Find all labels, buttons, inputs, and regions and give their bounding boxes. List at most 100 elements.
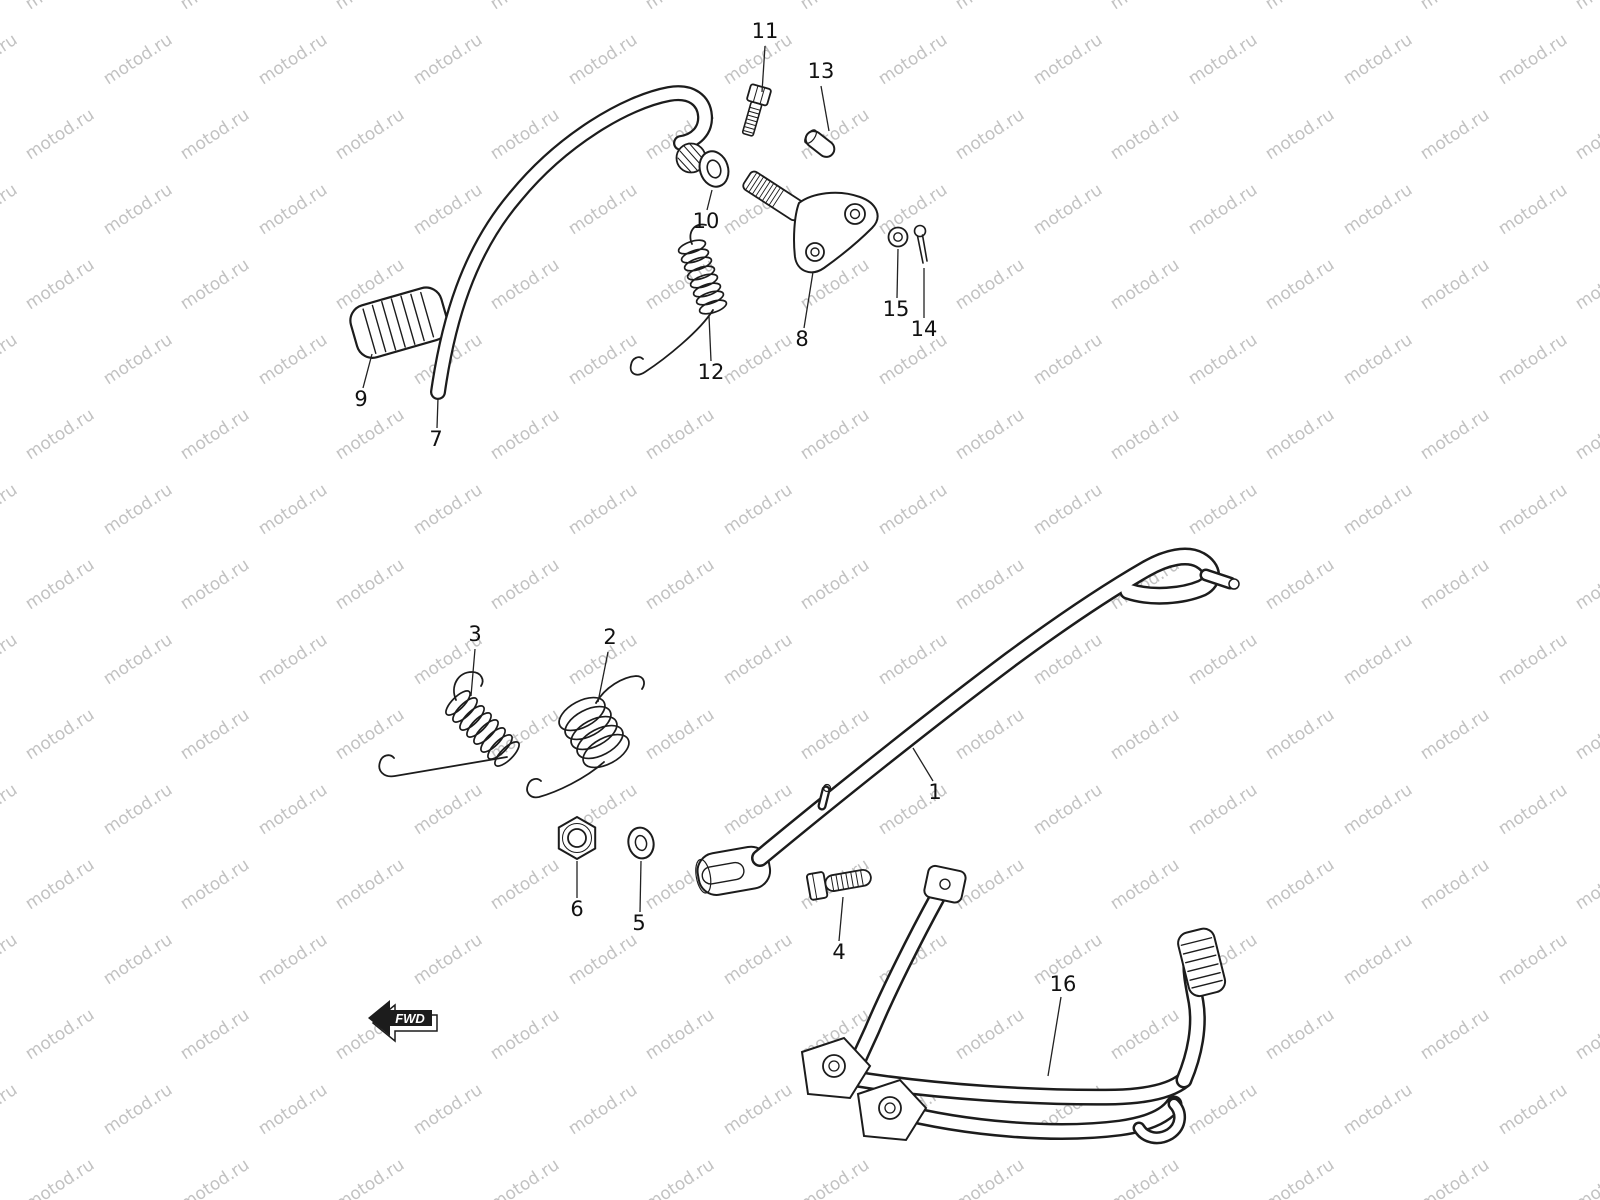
part-label-14: 14 [911,268,938,341]
part-3-stand-spring-outer [378,671,520,778]
watermark-text: motod.ru [1340,780,1416,839]
watermark-text: motod.ru [1030,480,1106,539]
watermark-text: motod.ru [642,405,718,464]
watermark-text: motod.ru [22,705,98,764]
watermark-text: motod.ru [410,480,486,539]
watermark-text: motod.ru [1495,630,1571,689]
part-number: 6 [570,897,583,921]
watermark-text: motod.ru [177,255,253,314]
watermark-text: motod.ru [1185,330,1261,389]
watermark-text: motod.ru [565,30,641,89]
watermark-text: motod.ru [1107,405,1183,464]
watermark-text: motod.ru [100,180,176,239]
watermark-text: motod.ru [332,555,408,614]
watermark-text: motod.ru [410,930,486,989]
watermark-text: motod.ru [1185,30,1261,89]
watermark-text: motod.ru [952,705,1028,764]
watermark-text: motod.ru [1185,480,1261,539]
leader-line [803,271,814,329]
watermark-text: motod.ru [0,930,21,989]
part-label-10: 10 [693,189,719,233]
watermark-text: motod.ru [177,855,253,914]
watermark-text: motod.ru [22,0,98,14]
part-label-6: 6 [570,861,584,921]
watermark-text: motod.ru [952,1005,1028,1064]
watermark-text: motod.ru [1495,180,1571,239]
watermark-text: motod.ru [1030,780,1106,839]
watermark-text: motod.ru [1262,1155,1338,1200]
watermark-text: motod.ru [255,930,331,989]
leader-line [639,860,642,913]
watermark-text: motod.ru [22,405,98,464]
watermark-text: motod.ru [0,30,21,89]
watermark-text: motod.ru [1107,0,1183,14]
watermark-text: motod.ru [1340,180,1416,239]
leader-line [470,648,476,697]
watermark-text: motod.ru [255,30,331,89]
part-number: 14 [911,317,938,341]
watermark-text: motod.ru [1417,855,1493,914]
watermark-text: motod.ru [1572,855,1600,914]
watermark-text: motod.ru [720,630,796,689]
watermark-text: motod.ru [332,105,408,164]
watermark-text: motod.ru [22,255,98,314]
watermark-text: motod.ru [22,1155,98,1200]
part-6-nut [557,815,597,861]
part-number: 11 [752,19,779,43]
watermark-text: motod.ru [720,930,796,989]
watermark-text: motod.ru [1340,480,1416,539]
watermark-text: motod.ru [1185,180,1261,239]
watermark-text: motod.ru [487,405,563,464]
watermark-text: motod.ru [100,930,176,989]
watermark-text: motod.ru [797,405,873,464]
leader-line [362,353,373,389]
part-16-center-stand [800,864,1227,1145]
part-label-8: 8 [795,271,814,351]
watermark-text: motod.ru [952,255,1028,314]
part-8-brake-cam-arm [742,170,879,274]
part-label-11: 11 [752,19,779,93]
watermark-text: motod.ru [487,555,563,614]
watermark-text: motod.ru [1030,330,1106,389]
watermark-text: motod.ru [1495,30,1571,89]
watermark-text: motod.ru [0,330,21,389]
watermark-text: motod.ru [565,930,641,989]
watermark-text: motod.ru [487,855,563,914]
watermark-text: motod.ru [1572,405,1600,464]
watermark-text: motod.ru [1185,630,1261,689]
leader-line [761,45,766,93]
watermark-text: motod.ru [720,480,796,539]
part-number: 2 [603,625,616,649]
watermark-text: motod.ru [100,780,176,839]
watermark-text: motod.ru [0,780,21,839]
watermark-text: motod.ru [410,30,486,89]
watermark-text: motod.ru [1107,855,1183,914]
watermark-text: motod.ru [797,1155,873,1200]
parts-layer: FWD [349,83,1240,1145]
leader-line [597,651,609,703]
watermark-text: motod.ru [255,630,331,689]
watermark-text: motod.ru [1495,480,1571,539]
watermark-text: motod.ru [1417,555,1493,614]
watermark-text: motod.ru [410,180,486,239]
part-label-15: 15 [883,248,909,321]
watermark-text: motod.ru [1107,105,1183,164]
watermark-text: motod.ru [0,630,21,689]
watermark-text: motod.ru [1495,330,1571,389]
watermark-text: motod.ru [1572,255,1600,314]
watermark-text: motod.ru [100,1080,176,1139]
part-11-bolt [741,83,772,137]
leader-line [1047,996,1062,1077]
watermark-text: motod.ru [1417,1005,1493,1064]
watermark-text: motod.ru [1417,405,1493,464]
watermark-text: motod.ru [255,780,331,839]
part-label-13: 13 [808,59,834,132]
watermark-text: motod.ru [0,480,21,539]
watermark-text: motod.ru [1417,0,1493,14]
part-number: 5 [632,911,645,935]
leader-line [896,248,899,299]
part-label-16: 16 [1047,972,1076,1077]
part-number: 4 [832,940,845,964]
watermark-text: motod.ru [487,1005,563,1064]
